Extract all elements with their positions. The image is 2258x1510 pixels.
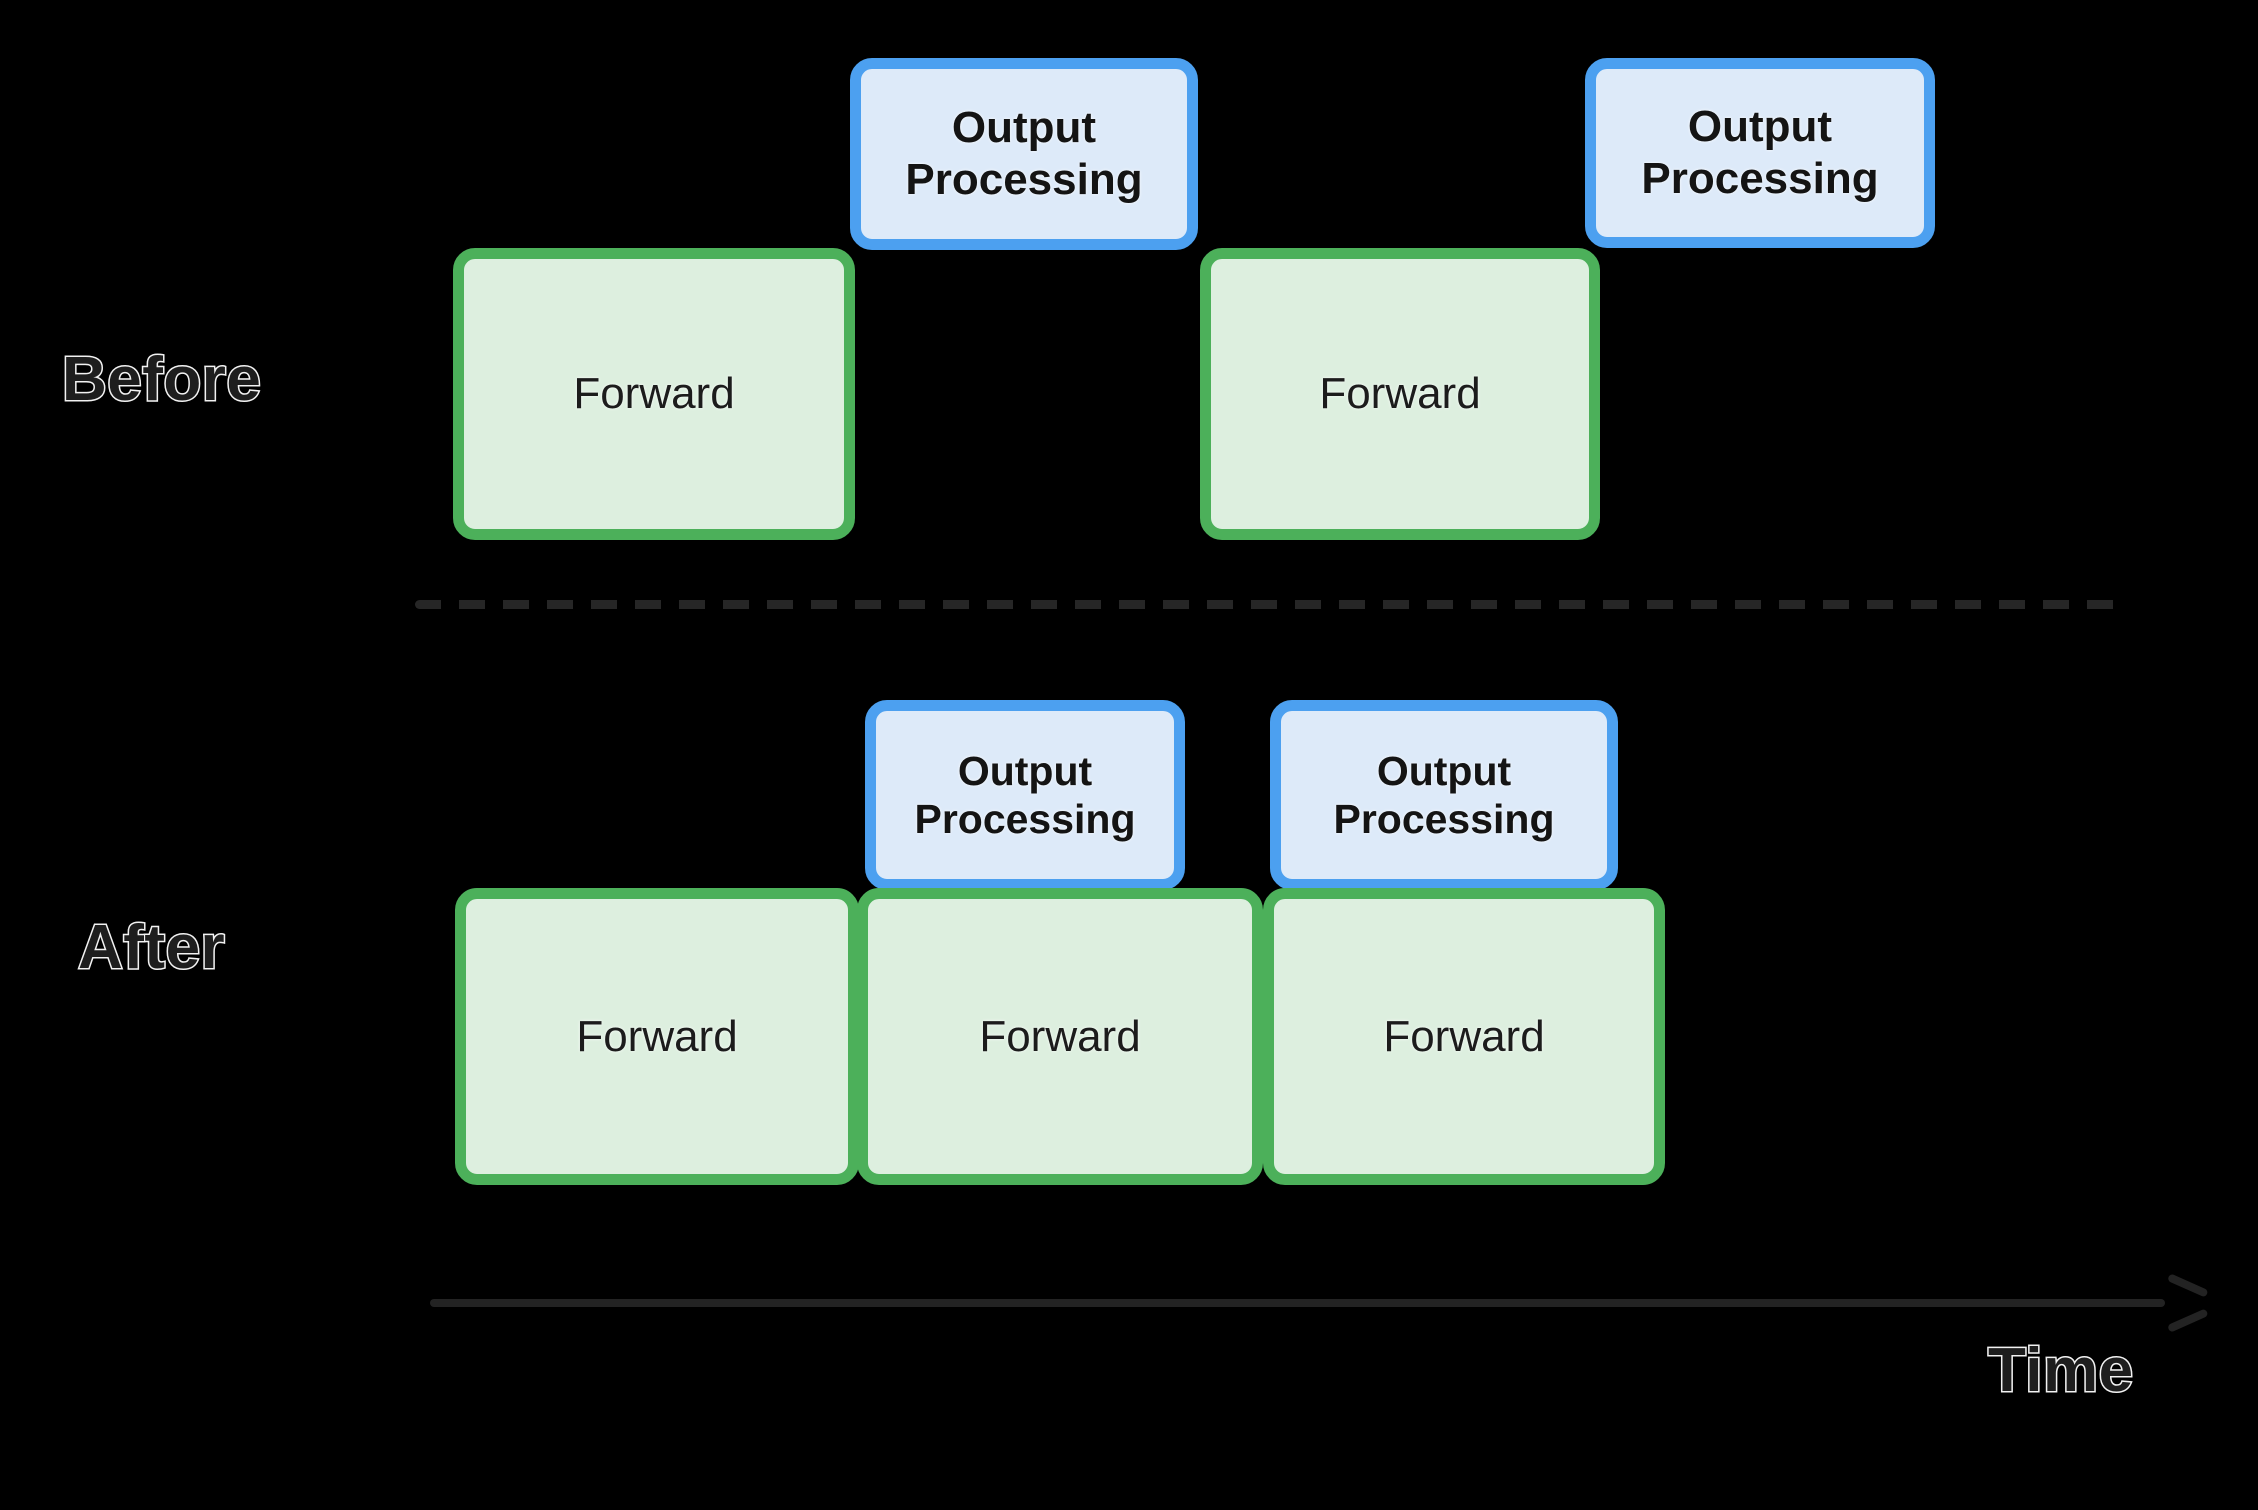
arrow-right-icon bbox=[2165, 1285, 2205, 1321]
after-forward-block-2: Forward bbox=[857, 888, 1263, 1185]
block-text: Forward bbox=[1319, 369, 1481, 419]
before-output-processing-block-1: Output Processing bbox=[850, 58, 1198, 250]
block-text-line2: Processing bbox=[1641, 154, 1879, 203]
block-text-line1: Output bbox=[1376, 747, 1512, 794]
block-text: Forward bbox=[576, 1011, 738, 1061]
after-output-processing-block-1: Output Processing bbox=[865, 700, 1185, 890]
before-output-processing-block-2: Output Processing bbox=[1585, 58, 1935, 248]
before-forward-block-1: Forward bbox=[453, 248, 855, 540]
block-text-line1: Output bbox=[1687, 102, 1833, 152]
section-label-after: After bbox=[76, 912, 226, 984]
block-text: Forward bbox=[1383, 1011, 1545, 1061]
block-text-line1: Output bbox=[957, 747, 1093, 794]
block-text: Output Processing bbox=[914, 747, 1135, 844]
time-axis-shaft bbox=[430, 1299, 2165, 1307]
block-text: Output Processing bbox=[1641, 101, 1878, 205]
block-text: Forward bbox=[979, 1011, 1141, 1061]
after-forward-block-3: Forward bbox=[1263, 888, 1665, 1185]
time-axis-arrow bbox=[430, 1285, 2205, 1321]
section-divider-dashed-line bbox=[415, 600, 2130, 609]
block-text: Output Processing bbox=[1333, 747, 1554, 844]
after-output-processing-block-2: Output Processing bbox=[1270, 700, 1618, 890]
section-label-before: Before bbox=[60, 344, 262, 416]
block-text-line2: Processing bbox=[1333, 796, 1555, 842]
block-text-line2: Processing bbox=[905, 155, 1143, 204]
block-text-line2: Processing bbox=[914, 796, 1136, 842]
block-text-line1: Output bbox=[951, 103, 1097, 153]
after-forward-block-1: Forward bbox=[455, 888, 859, 1185]
before-forward-block-2: Forward bbox=[1200, 248, 1600, 540]
block-text: Forward bbox=[573, 369, 735, 419]
time-axis-label: Time bbox=[1987, 1335, 2135, 1407]
block-text: Output Processing bbox=[905, 102, 1142, 206]
